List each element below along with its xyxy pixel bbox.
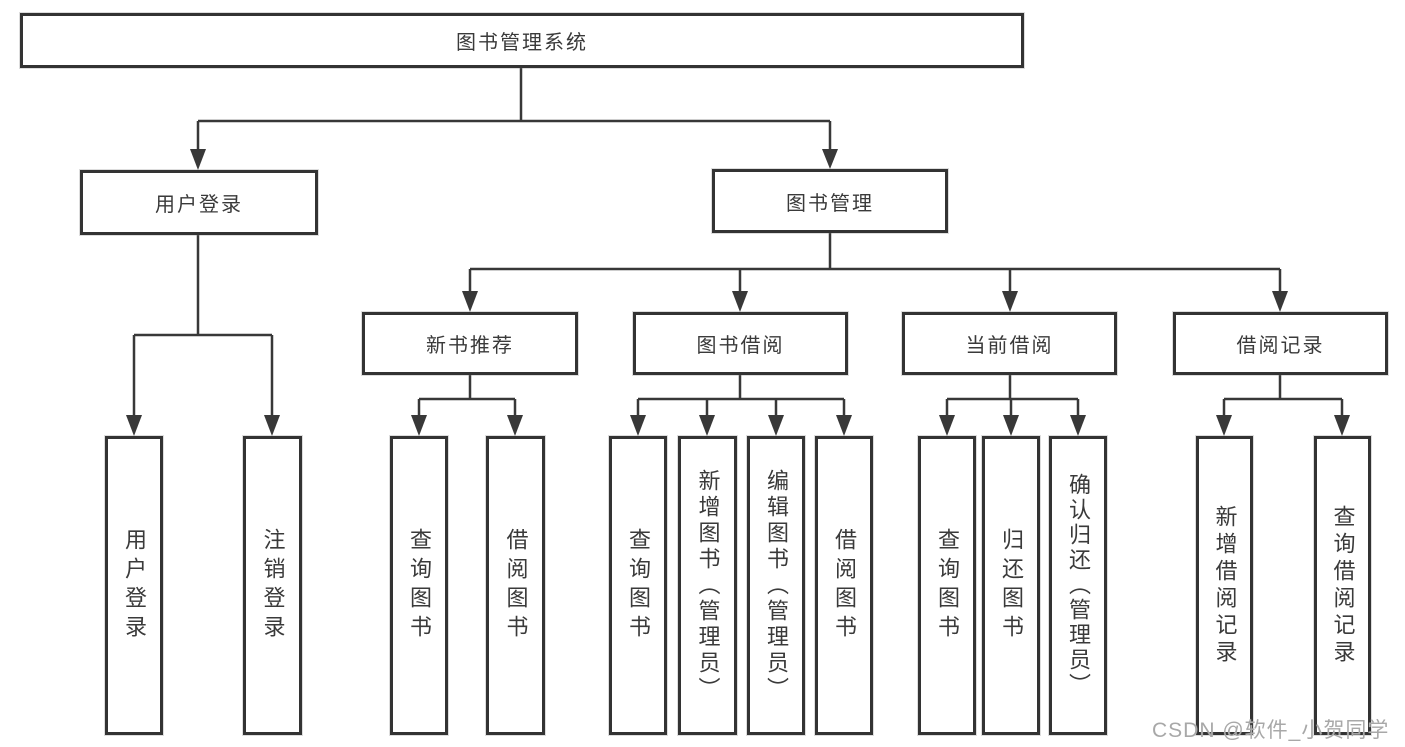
node-book-management-label: 图书管理 (786, 192, 874, 215)
leaf-query-books-current-label: 查询图书 (935, 527, 960, 644)
leaf-query-borrow-record: 查询借阅记录 (1314, 436, 1371, 735)
leaf-query-books-borrowing: 查询图书 (609, 436, 667, 735)
leaf-add-borrow-record: 新增借阅记录 (1196, 436, 1253, 735)
leaf-add-books-admin-label: 新增图书（管理员） (695, 468, 721, 703)
node-user-login: 用户登录 (80, 170, 318, 235)
node-borrowing-records-label: 借阅记录 (1236, 335, 1325, 357)
node-book-management: 图书管理 (712, 169, 948, 233)
leaf-return-books: 归还图书 (982, 436, 1040, 735)
leaf-edit-books-admin: 编辑图书（管理员） (747, 436, 805, 735)
node-borrowing-records: 借阅记录 (1173, 312, 1388, 375)
node-new-book-recommend-label: 新书推荐 (426, 335, 514, 357)
leaf-query-books-recommend: 查询图书 (390, 436, 448, 735)
node-current-borrowing-label: 当前借阅 (965, 335, 1054, 357)
leaf-user-login: 用户登录 (105, 436, 163, 735)
leaf-borrow-books: 借阅图书 (815, 436, 873, 735)
leaf-query-books-borrowing-label: 查询图书 (626, 527, 651, 644)
leaf-user-login-label: 用户登录 (122, 527, 147, 644)
leaf-edit-books-admin-label: 编辑图书（管理员） (764, 468, 789, 703)
node-current-borrowing: 当前借阅 (902, 312, 1117, 375)
leaf-return-books-label: 归还图书 (999, 527, 1024, 644)
leaf-query-books-recommend-label: 查询图书 (407, 527, 432, 644)
leaf-add-borrow-record-label: 新增借阅记录 (1212, 504, 1238, 667)
node-book-borrowing: 图书借阅 (633, 312, 848, 375)
node-root-label: 图书管理系统 (456, 32, 588, 54)
leaf-confirm-return-admin-label: 确认归还（管理员） (1066, 473, 1091, 698)
leaf-query-books-current: 查询图书 (918, 436, 976, 735)
watermark-text: CSDN @软件_小贺同学 (1152, 719, 1390, 742)
leaf-logout: 注销登录 (243, 436, 302, 735)
node-user-login-label: 用户登录 (155, 194, 243, 216)
leaf-confirm-return-admin: 确认归还（管理员） (1049, 436, 1107, 735)
node-book-borrowing-label: 图书借阅 (696, 335, 785, 357)
leaf-borrow-books-recommend-label: 借阅图书 (503, 527, 529, 644)
leaf-borrow-books-recommend: 借阅图书 (486, 436, 545, 735)
leaf-logout-label: 注销登录 (260, 527, 286, 644)
leaf-query-borrow-record-label: 查询借阅记录 (1330, 504, 1356, 667)
node-root-system: 图书管理系统 (20, 13, 1024, 68)
leaf-add-books-admin: 新增图书（管理员） (678, 436, 737, 735)
leaf-borrow-books-label: 借阅图书 (832, 527, 857, 644)
node-new-book-recommend: 新书推荐 (362, 312, 578, 375)
